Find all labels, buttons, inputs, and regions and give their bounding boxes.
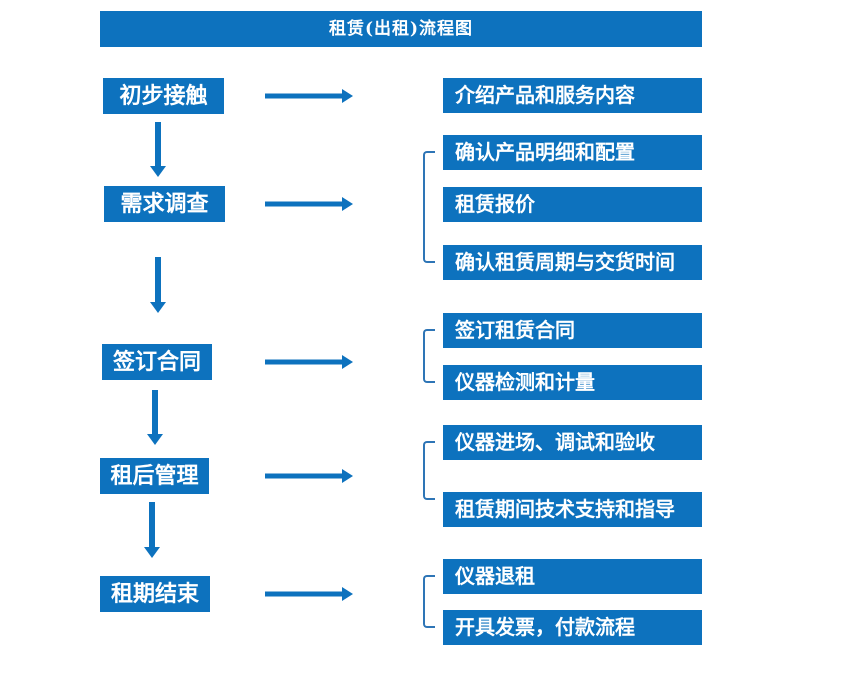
arrow-shaft	[265, 359, 342, 365]
arrow-head	[150, 166, 166, 177]
arrow-shaft	[265, 591, 342, 597]
output-box-introduce-products: 介绍产品和服务内容	[443, 78, 702, 113]
arrow-shaft	[265, 201, 342, 207]
arrow-down-icon	[147, 390, 163, 445]
arrow-head	[342, 197, 353, 211]
output-box-instrument-setup: 仪器进场、调试和验收	[443, 425, 702, 460]
arrow-right-icon	[265, 89, 353, 103]
output-box-technical-support: 租赁期间技术支持和指导	[443, 492, 702, 527]
arrow-head	[342, 587, 353, 601]
group-bracket-demand-survey	[423, 151, 435, 263]
output-box-invoice-payment: 开具发票，付款流程	[443, 610, 702, 645]
output-box-confirm-rental-period: 确认租赁周期与交货时间	[443, 245, 702, 280]
group-bracket-rental-end	[423, 575, 435, 628]
output-box-instrument-testing: 仪器检测和计量	[443, 365, 702, 400]
output-box-sign-rental-contract: 签订租赁合同	[443, 313, 702, 348]
arrow-shaft	[155, 257, 161, 302]
output-box-instrument-return: 仪器退租	[443, 559, 702, 594]
step-box-initial-contact: 初步接触	[103, 78, 224, 114]
arrow-shaft	[265, 473, 342, 479]
output-box-rental-quotation: 租赁报价	[443, 187, 702, 222]
arrow-right-icon	[265, 587, 353, 601]
arrow-head	[147, 434, 163, 445]
arrow-shaft	[265, 93, 342, 99]
arrow-down-icon	[150, 257, 166, 313]
arrow-shaft	[155, 122, 161, 166]
arrow-right-icon	[265, 355, 353, 369]
arrow-head	[342, 89, 353, 103]
step-box-sign-contract: 签订合同	[102, 344, 212, 380]
arrow-shaft	[149, 502, 155, 547]
arrow-right-icon	[265, 197, 353, 211]
arrow-down-icon	[144, 502, 160, 558]
arrow-right-icon	[265, 469, 353, 483]
step-box-rental-end: 租期结束	[100, 576, 210, 612]
arrow-shaft	[152, 390, 158, 434]
group-bracket-sign-contract	[423, 329, 435, 383]
arrow-head	[144, 547, 160, 558]
arrow-head	[150, 302, 166, 313]
step-box-demand-survey: 需求调查	[104, 186, 225, 222]
flowchart-title: 租赁(出租)流程图	[100, 11, 702, 47]
step-box-post-rental-management: 租后管理	[100, 458, 209, 494]
group-bracket-post-rental	[423, 441, 435, 500]
output-box-confirm-product-details: 确认产品明细和配置	[443, 135, 702, 170]
arrow-down-icon	[150, 122, 166, 177]
arrow-head	[342, 469, 353, 483]
arrow-head	[342, 355, 353, 369]
